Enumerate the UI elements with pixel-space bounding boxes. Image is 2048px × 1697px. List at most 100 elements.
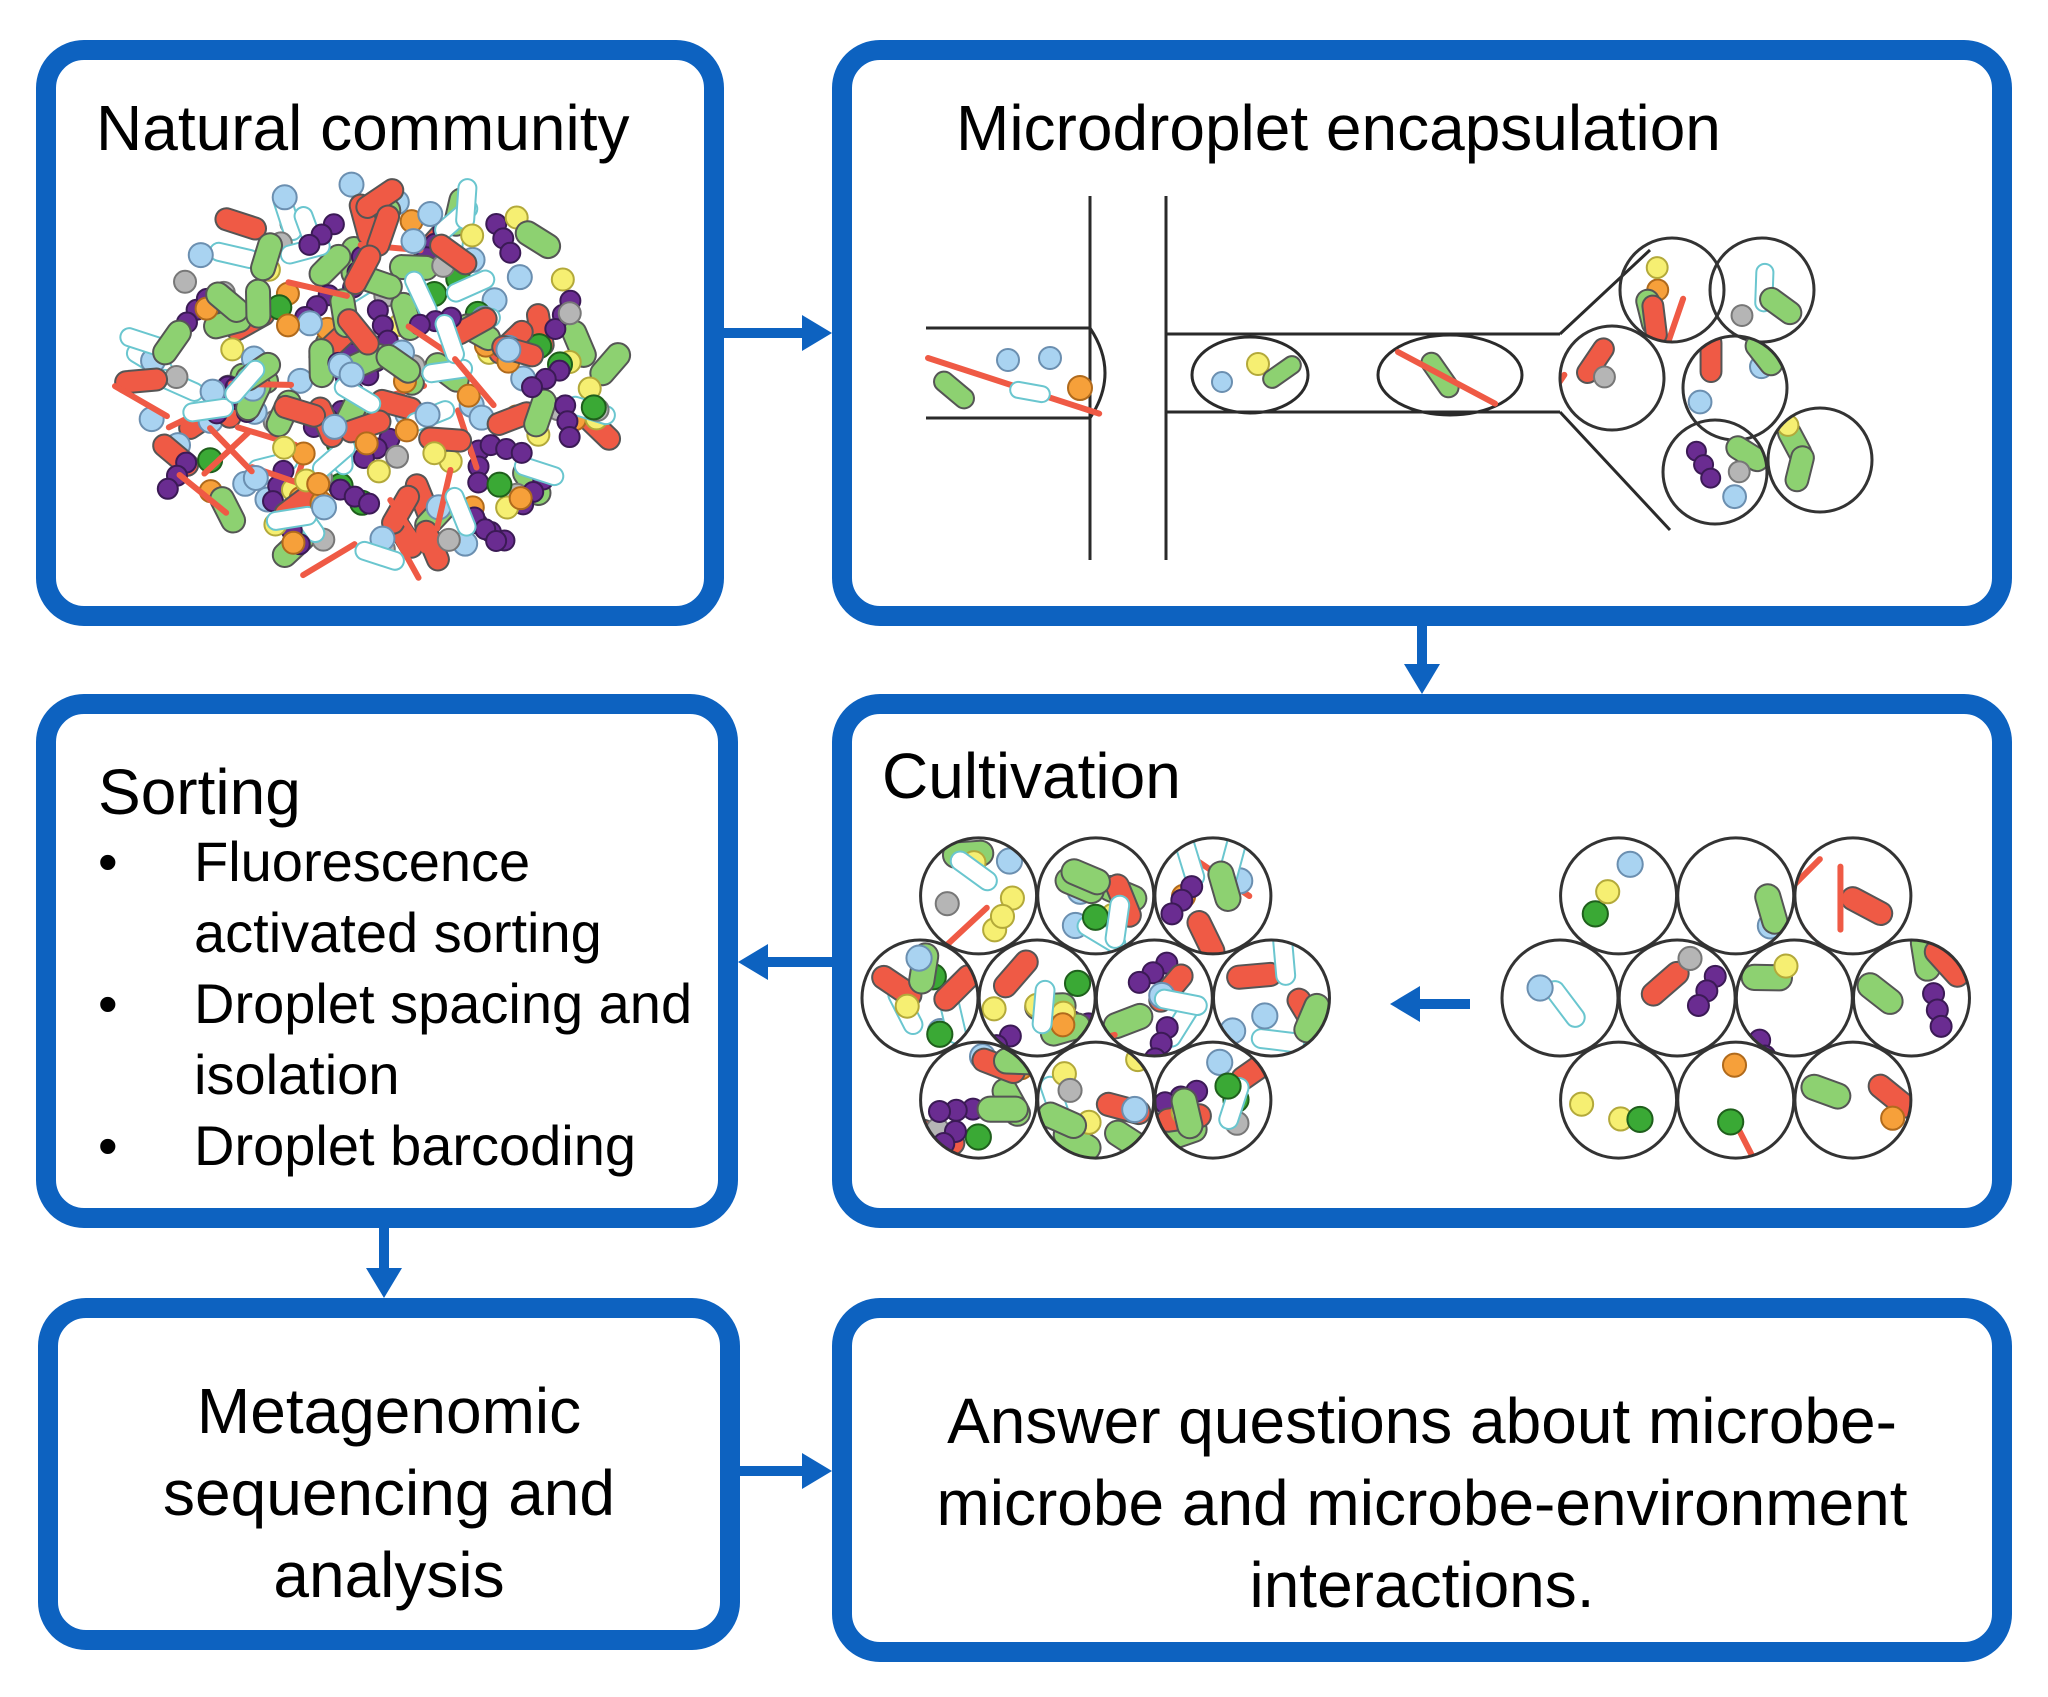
seeded-droplet	[1793, 836, 1913, 956]
coccus-bacterium	[1677, 945, 1703, 972]
metagenomic-box: Metagenomic sequencing and analysis	[38, 1298, 740, 1650]
coccus-bacterium	[557, 301, 582, 326]
coccus-bacterium	[220, 337, 245, 362]
outlet-droplet	[1766, 406, 1874, 514]
coccus-bacterium	[417, 201, 444, 228]
coccus-bacterium	[1121, 1095, 1149, 1124]
rod-bacterium	[1153, 988, 1208, 1017]
coccus-bacterium	[385, 444, 410, 469]
filament-bacterium	[111, 383, 170, 420]
coccus-bacterium	[1773, 953, 1799, 979]
arrow-head	[1404, 664, 1440, 694]
coccus-bacterium	[580, 394, 607, 421]
coccus-bacterium	[989, 903, 1016, 929]
coccus-bacterium	[1717, 1108, 1745, 1136]
coccus-bacterium	[485, 529, 508, 552]
rod-bacterium	[250, 232, 284, 282]
answer-text: Answer questions about microbe-microbe a…	[936, 1385, 1908, 1621]
coccus-bacterium	[338, 171, 365, 198]
sorting-box: Sorting Fluorescence activated sorting D…	[36, 694, 738, 1228]
filament-bacterium	[1395, 349, 1499, 407]
rod-bacterium	[1186, 910, 1226, 954]
coccus-bacterium	[996, 348, 1020, 372]
coccus-bacterium	[1038, 346, 1062, 370]
rod-bacterium	[1060, 858, 1111, 896]
coccus-bacterium	[1722, 484, 1748, 510]
rod-bacterium	[1009, 380, 1051, 404]
coccus-bacterium	[1246, 352, 1270, 376]
coccus-bacterium	[311, 494, 338, 521]
coccus-bacterium	[298, 233, 321, 256]
rod-bacterium	[513, 456, 565, 487]
droplet-meniscus	[1088, 327, 1107, 419]
coccus-bacterium	[1581, 900, 1609, 928]
coccus-bacterium	[1050, 1012, 1076, 1038]
filament-bacterium	[207, 425, 255, 475]
coccus-bacterium	[1251, 1002, 1279, 1030]
coccus-bacterium	[358, 492, 381, 515]
coccus-bacterium	[550, 267, 575, 292]
rod-bacterium	[1856, 972, 1904, 1015]
droplet	[1190, 335, 1310, 415]
coccus-bacterium	[1063, 969, 1092, 997]
sorting-item-spacing: Droplet spacing and isolation	[98, 968, 718, 1110]
coccus-bacterium	[1593, 365, 1616, 389]
rod-bacterium	[1840, 886, 1894, 926]
coccus-bacterium	[1730, 304, 1754, 327]
grown-droplet	[1211, 938, 1331, 1058]
sorting-item-barcoding: Droplet barcoding	[98, 1110, 718, 1181]
grown-droplet	[1153, 1040, 1273, 1160]
metagenomic-text: Metagenomic sequencing and analysis	[163, 1375, 615, 1611]
rod-bacterium	[1218, 1077, 1250, 1130]
coccus-bacterium	[1929, 1014, 1953, 1038]
coccus-bacterium	[1727, 460, 1751, 484]
rod-bacterium	[1867, 1073, 1911, 1119]
rod-bacterium	[182, 397, 235, 423]
coccus-bacterium	[1127, 970, 1151, 994]
coccus-bacterium	[934, 891, 960, 917]
coccus-bacterium	[1143, 1047, 1167, 1056]
coccus-bacterium	[276, 313, 301, 338]
rod-bacterium	[1784, 445, 1815, 493]
coccus-bacterium	[508, 486, 533, 511]
channel-wall	[1558, 248, 1652, 336]
coccus-bacterium	[460, 223, 485, 248]
coccus-bacterium	[156, 477, 179, 500]
rod-bacterium	[245, 278, 272, 329]
microdroplet-title: Microdroplet encapsulation	[956, 92, 1721, 164]
coccus-bacterium	[271, 184, 298, 211]
coccus-bacterium	[558, 426, 581, 449]
coccus-bacterium	[287, 367, 314, 394]
coccus-bacterium	[510, 441, 533, 464]
flow-arrows	[366, 315, 1470, 1489]
coccus-bacterium	[414, 401, 441, 428]
coccus-bacterium	[296, 310, 323, 337]
coccus-bacterium	[521, 376, 544, 399]
coccus-bacterium	[400, 228, 427, 255]
coccus-bacterium	[544, 317, 567, 340]
rod-bacterium	[949, 850, 998, 892]
rod-bacterium	[446, 269, 496, 303]
coccus-bacterium	[467, 471, 490, 494]
outlet-droplet	[1661, 418, 1769, 526]
seeded-droplet	[1793, 1040, 1913, 1160]
filament-bacterium	[452, 356, 497, 409]
sorting-list: Fluorescence activated sorting Droplet s…	[98, 826, 718, 1181]
rod-bacterium	[933, 370, 975, 410]
rod-bacterium	[523, 388, 557, 438]
coccus-bacterium	[1526, 974, 1554, 1002]
coccus-bacterium	[422, 441, 447, 466]
microfluidic-chip-icon	[925, 196, 1874, 560]
channel-wall	[1558, 410, 1672, 532]
coccus-bacterium	[1760, 1062, 1781, 1083]
filament-bacterium	[433, 466, 454, 532]
coccus-bacterium	[1067, 375, 1093, 401]
coccus-bacterium	[1057, 1077, 1083, 1103]
coccus-bacterium	[981, 996, 1007, 1022]
coccus-bacterium	[338, 361, 365, 388]
arrow-head	[1390, 986, 1420, 1022]
arrow-head	[802, 1453, 832, 1489]
filament-bacterium	[937, 904, 990, 954]
coccus-bacterium	[354, 431, 379, 456]
